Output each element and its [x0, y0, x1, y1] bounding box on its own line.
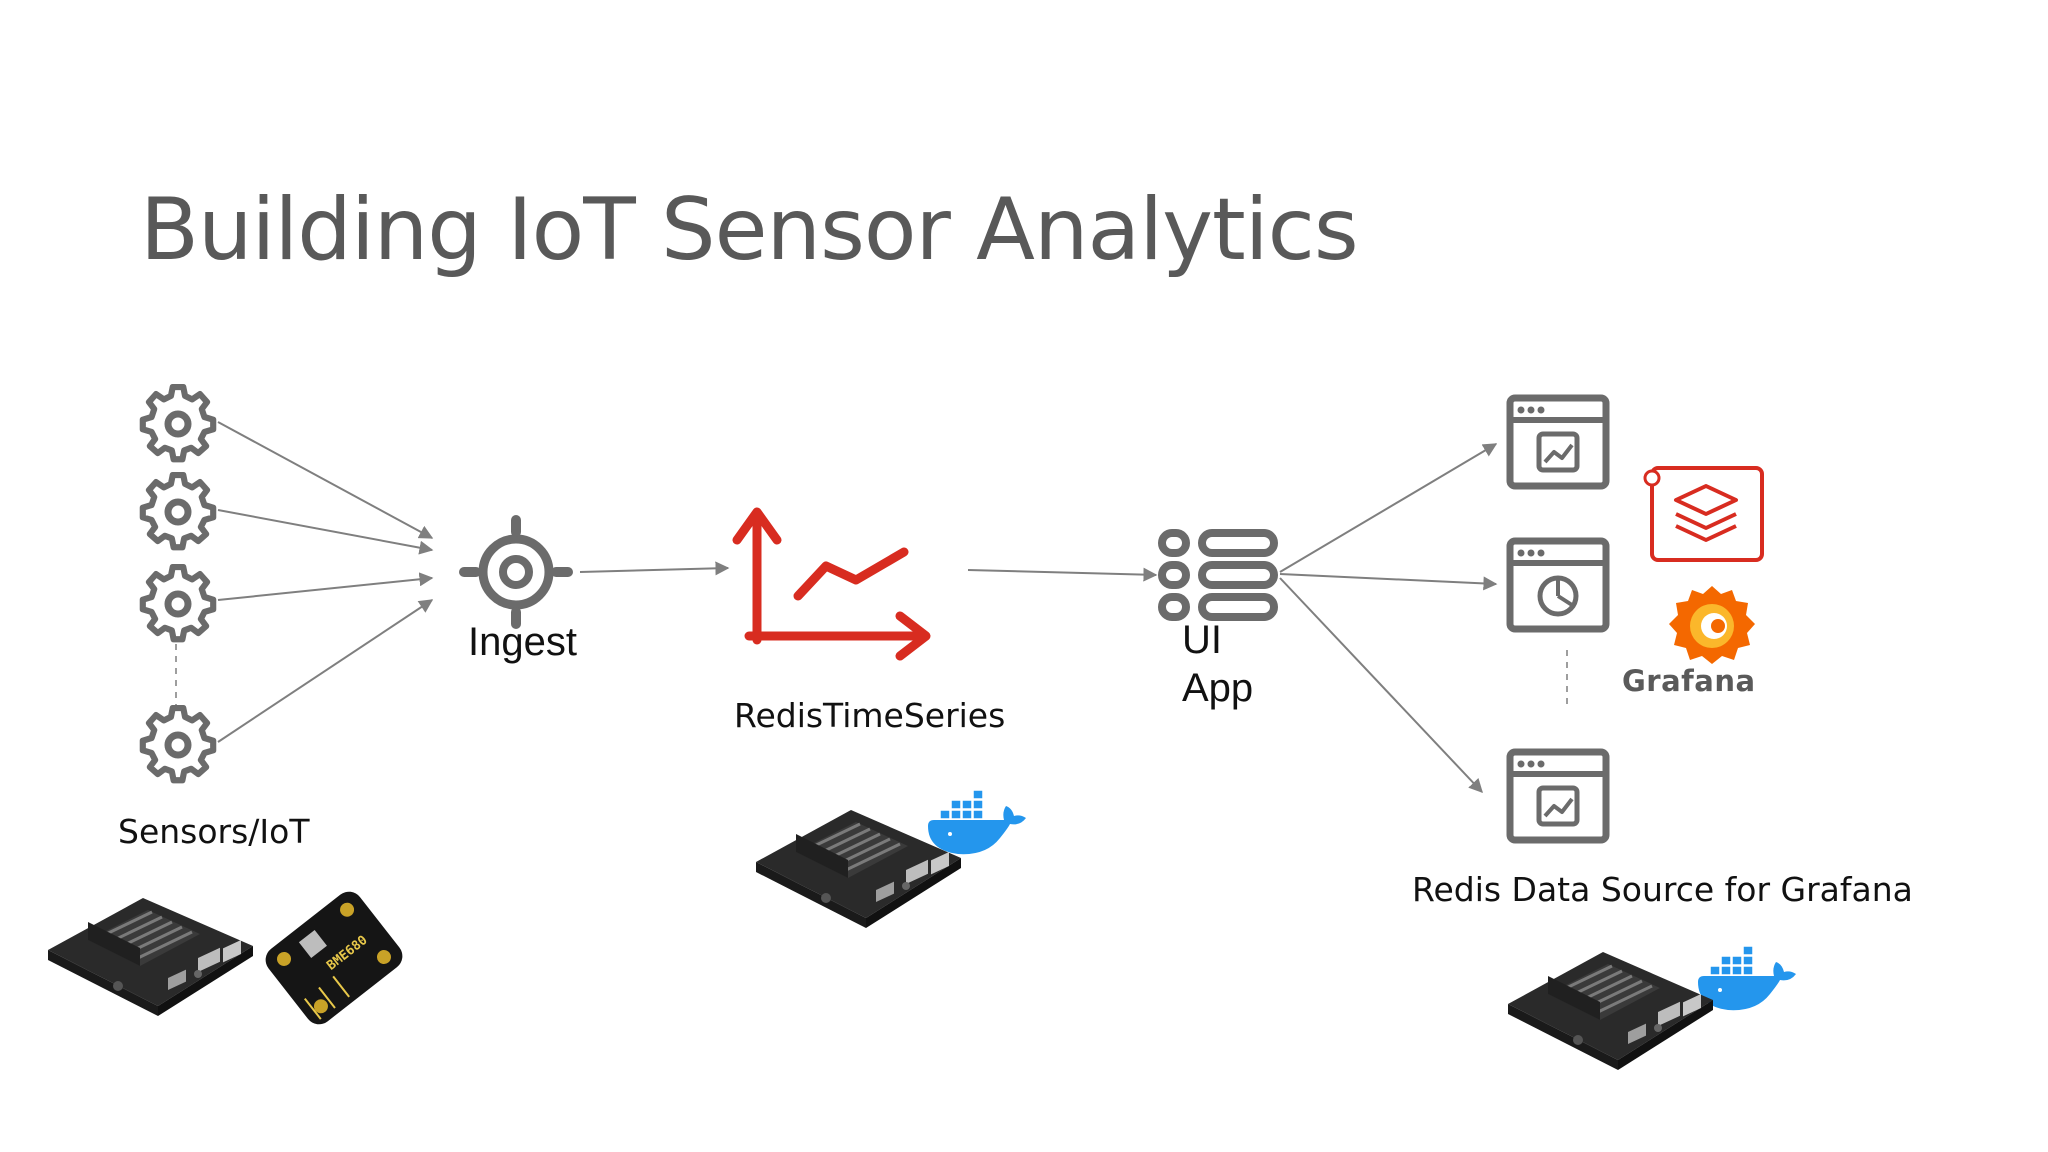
grafana-logo	[1669, 586, 1755, 664]
ingest-label: Ingest	[468, 620, 577, 664]
ui-label-line2: App	[1182, 666, 1254, 710]
redis-stack-logo	[1643, 466, 1764, 562]
timeseries-label: RedisTimeSeries	[734, 696, 1006, 735]
arrow-ingest-to-timeseries	[579, 561, 730, 576]
slide-title: Building IoT Sensor Analytics	[140, 180, 1359, 280]
timeseries-chart-icon	[732, 507, 931, 661]
arrow-timeseries-to-ui	[967, 567, 1158, 582]
arrows-ui-to-dashboards	[1279, 443, 1498, 794]
jetson-nano-board	[1506, 950, 1715, 1072]
target-icon	[459, 515, 573, 629]
gear-icon	[143, 475, 213, 547]
sensor-breakout-board: BME680	[265, 891, 403, 1025]
gear-icon	[143, 387, 213, 459]
arrows-sensors-to-ingest	[217, 421, 434, 743]
dashboard-window-icon	[1510, 752, 1606, 840]
gear-icon	[143, 708, 213, 780]
server-list-icon	[1158, 529, 1278, 621]
grafana-wordmark: Grafana	[1622, 664, 1756, 698]
ui-label-line1: UI	[1182, 618, 1222, 662]
sensors-label: Sensors/IoT	[118, 812, 310, 851]
dashboard-window-icon	[1510, 398, 1606, 486]
dashboard-window-icon	[1510, 541, 1606, 629]
datasource-label: Redis Data Source for Grafana	[1412, 870, 1913, 909]
gear-icon	[143, 567, 213, 639]
jetson-nano-board	[46, 896, 255, 1018]
docker-whale-icon	[927, 789, 1027, 855]
